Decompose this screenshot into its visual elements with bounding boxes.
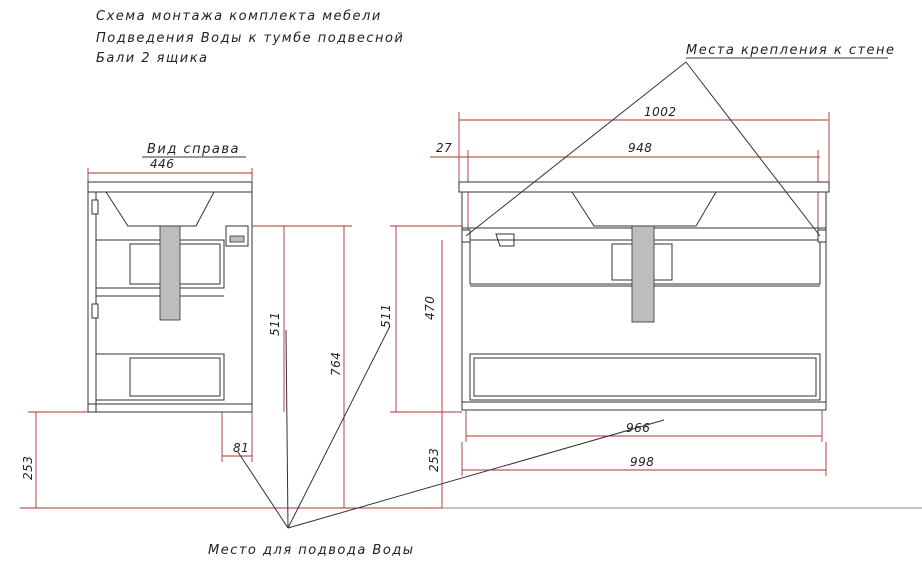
side-basin <box>105 191 215 227</box>
water-supply-leaders <box>237 325 665 529</box>
front-countertop <box>458 181 830 193</box>
side-lower-drawer-inner <box>129 357 221 397</box>
side-countertop <box>87 181 253 193</box>
title-line-3: Бали 2 ящика <box>96 51 209 66</box>
dim-253-left-text: 253 <box>21 456 35 480</box>
dim-1002-text: 1002 <box>644 105 677 119</box>
dim-81-text: 81 <box>233 441 249 455</box>
front-lower-drawer <box>469 353 821 401</box>
side-view-label: Вид справа <box>147 142 240 157</box>
front-lower-drawer-inner <box>473 357 817 397</box>
wall-mount-leaders <box>465 61 821 237</box>
title-line-2: Подведения Воды к тумбе подвесной <box>96 31 404 46</box>
front-basin <box>571 191 717 227</box>
side-handle-top <box>91 199 99 215</box>
leader-water-2 <box>285 329 289 529</box>
side-wall-bracket-inner <box>229 235 245 243</box>
front-view: 1002 948 27 <box>430 105 830 411</box>
leader-water-1 <box>237 451 289 529</box>
side-view-dimensions: 511 764 81 253 <box>21 225 352 508</box>
side-lower-drawer <box>95 353 225 401</box>
side-cabinet-body <box>87 191 253 413</box>
wall-mounts-label: Места крепления к стене <box>686 43 896 58</box>
front-view-dimensions: 470 511 253 966 998 <box>379 225 827 508</box>
dim-998-text: 998 <box>630 455 654 469</box>
dim-511b-text: 511 <box>379 304 393 328</box>
dim-27-text: 27 <box>436 141 452 155</box>
side-handle-bottom <box>91 303 99 319</box>
front-mount-right <box>817 229 827 243</box>
leader-water-4 <box>287 419 665 529</box>
leader-water-3 <box>287 325 391 529</box>
water-supply-label: Место для подвода Воды <box>208 543 415 558</box>
dim-470-text: 470 <box>423 296 437 320</box>
front-cabinet-body <box>461 191 827 411</box>
title-line-1: Схема монтажа комплекта мебели <box>96 9 382 24</box>
dim-253-right-text: 253 <box>427 448 441 472</box>
side-view: Вид справа 446 <box>87 142 253 413</box>
dim-948-text: 948 <box>628 141 652 155</box>
dim-446-text: 446 <box>150 157 174 171</box>
dim-511a-text: 511 <box>268 312 282 336</box>
front-siphon <box>631 225 655 323</box>
leader-mount-left <box>465 61 687 237</box>
side-siphon <box>159 225 181 321</box>
front-inner-bracket <box>495 233 515 247</box>
dim-764-text: 764 <box>329 352 343 376</box>
leader-mount-right <box>685 61 821 237</box>
dim-966-text: 966 <box>626 421 650 435</box>
